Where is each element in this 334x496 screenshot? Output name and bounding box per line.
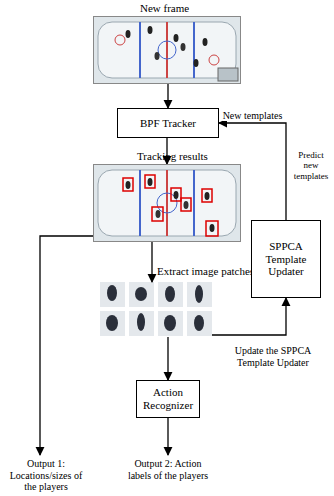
rink-tracking-picture-part (202, 189, 212, 202)
rink-frame-picture-part (98, 22, 236, 78)
rink-tracking-picture-part (166, 170, 168, 236)
flow-arrow (167, 84, 168, 108)
rink-tracking-picture-part (126, 181, 131, 189)
player-patches-picture-part (129, 282, 154, 307)
process-box: Action Recognizer (136, 380, 200, 418)
rink-tracking-picture-part (193, 170, 195, 236)
player-patches-picture-part (164, 315, 176, 331)
player-patches-picture-part (100, 311, 125, 336)
player-patches-picture-part (107, 285, 117, 301)
flow-note: Update the SPPCA Template Updater (216, 345, 330, 368)
rink-frame-picture (94, 17, 240, 83)
rink-frame-picture-part (209, 55, 219, 65)
flow-arrow (219, 123, 286, 220)
rink-frame-picture-part (218, 68, 238, 81)
rink-frame-picture-part (194, 59, 199, 67)
box-label: Action Recognizer (140, 386, 196, 411)
rink-tracking-picture-part (156, 210, 161, 218)
output-arrow (40, 236, 93, 455)
player-patches-picture (100, 282, 212, 336)
rink-frame-picture-part (139, 22, 141, 78)
rink-frame-picture-part (155, 52, 160, 60)
rink-tracking-picture-part (139, 170, 141, 236)
picture-heading: Tracking results (137, 150, 208, 162)
flow-arrow (167, 337, 168, 380)
output-label: Output 1: Locations/sizes of the players (3, 458, 89, 493)
frame-image: New frame (93, 16, 241, 84)
player-patches-picture-part (165, 286, 175, 302)
player-patches-picture-part (158, 282, 183, 307)
output-label: Output 2: Action labels of the players (126, 458, 210, 481)
rink-tracking-picture-part (174, 191, 179, 199)
tracking-image: Tracking results (93, 164, 241, 242)
rink-tracking-picture-part (148, 178, 153, 186)
rink-tracking-picture-part (184, 201, 189, 209)
rink-tracking-picture-part (210, 224, 215, 232)
player-patches-picture-part (137, 313, 145, 331)
player-patches-picture-part (187, 282, 212, 307)
rink-frame-picture-part (94, 17, 240, 83)
player-patches-picture-part (135, 287, 147, 301)
rink-frame-picture-part (203, 38, 208, 46)
rink-tracking-picture-part (205, 192, 210, 200)
rink-tracking-picture-part (171, 188, 181, 201)
rink-tracking-picture-part (152, 207, 163, 221)
rink-tracking-picture-part (98, 170, 236, 236)
player-patches-picture-part (195, 285, 203, 303)
flow-arrow (151, 242, 152, 282)
rink-frame-picture-part (126, 30, 131, 38)
output-arrow (167, 418, 168, 455)
flow-note: Predict new templates (290, 150, 332, 181)
rink-frame-picture-part (115, 35, 125, 45)
picture-heading: Extract image patches (157, 265, 254, 277)
player-patches-picture-part (194, 315, 204, 331)
edge-label: New templates (222, 110, 284, 121)
rink-frame-picture-part (181, 43, 186, 51)
rink-frame-picture-part (148, 26, 153, 34)
player-patches-picture-part (100, 282, 125, 307)
rink-frame-picture-part (193, 22, 195, 78)
patch-group: Extract image patches (100, 282, 212, 337)
rink-tracking-picture-part (94, 165, 240, 241)
rink-frame-picture-part (158, 41, 176, 59)
box-label: BPF Tracker (140, 117, 196, 130)
flow-arrow (212, 298, 286, 335)
player-patches-picture-part (187, 311, 212, 336)
rink-frame-picture-part (166, 22, 168, 78)
player-patches-picture-part (106, 315, 118, 331)
player-patches-picture-part (158, 311, 183, 336)
rink-tracking-picture (94, 165, 240, 241)
rink-tracking-picture-part (206, 221, 218, 236)
process-box: SPPCA Template Updater (251, 220, 321, 298)
player-patches-picture-part (129, 311, 154, 336)
box-label: SPPCA Template Updater (255, 240, 317, 278)
rink-tracking-picture-part (123, 178, 133, 191)
picture-heading: New frame (140, 2, 189, 14)
rink-tracking-picture-part (181, 198, 191, 211)
rink-tracking-picture-part (145, 175, 155, 188)
process-box: BPF Tracker (117, 108, 219, 138)
rink-frame-picture-part (174, 34, 179, 42)
